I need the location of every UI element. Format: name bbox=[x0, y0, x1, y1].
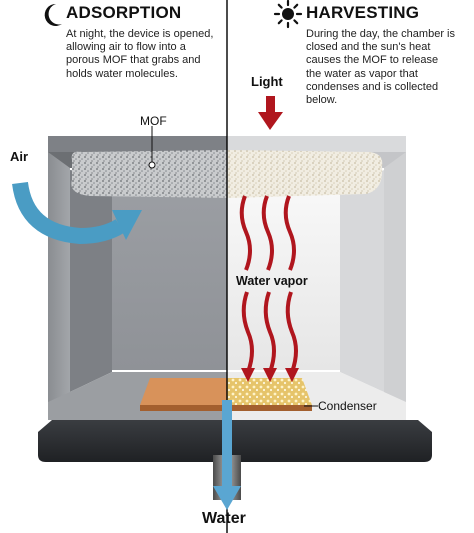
inner-side-right bbox=[340, 170, 384, 392]
inner-side-left bbox=[70, 170, 112, 392]
light-arrow bbox=[258, 96, 283, 130]
water-label: Water bbox=[202, 510, 246, 527]
right-wall bbox=[384, 150, 406, 402]
mof-label: MOF bbox=[140, 114, 167, 128]
water-vapor-label: Water vapor bbox=[236, 274, 308, 288]
condenser-label: Condenser bbox=[318, 399, 377, 413]
moon-icon bbox=[44, 3, 62, 26]
air-arrow bbox=[12, 181, 142, 245]
water-arrow bbox=[213, 400, 241, 510]
vapor-arrows-upper bbox=[239, 195, 296, 271]
device-base bbox=[38, 420, 432, 462]
mof-layer bbox=[71, 150, 383, 198]
adsorption-title: ADSORPTION bbox=[66, 3, 182, 22]
harvesting-description: During the day, the chamber is closed an… bbox=[306, 28, 455, 107]
harvesting-title: HARVESTING bbox=[306, 3, 420, 22]
air-label: Air bbox=[10, 149, 29, 164]
adsorption-description: At night, the device is opened, allowing… bbox=[66, 28, 214, 80]
light-label: Light bbox=[251, 74, 283, 89]
left-wall bbox=[48, 150, 70, 402]
vapor-arrows-lower bbox=[241, 291, 299, 382]
mof-leader-dot bbox=[148, 161, 156, 169]
sun-icon bbox=[273, 0, 303, 29]
